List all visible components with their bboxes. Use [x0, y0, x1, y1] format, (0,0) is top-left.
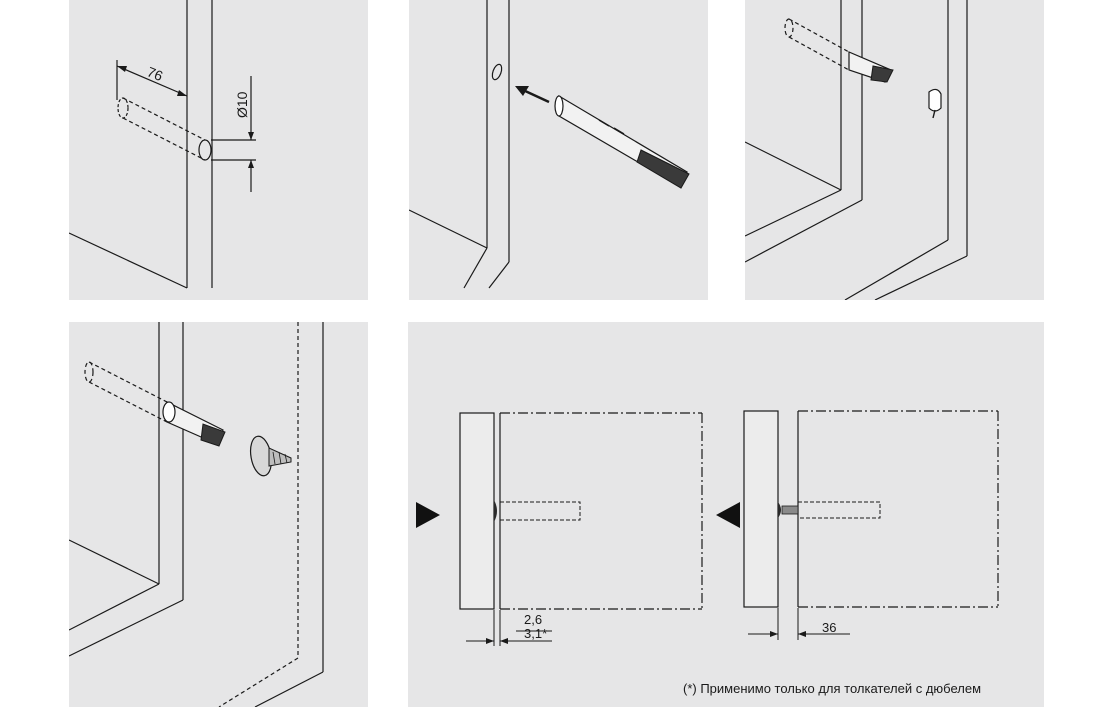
cabinet-floor-line — [69, 539, 160, 585]
hole-opening — [491, 63, 503, 81]
drilled-hole — [117, 97, 212, 161]
depth-dimension — [116, 60, 188, 100]
step-3-installed-panel — [745, 0, 1044, 300]
cabinet-floor-line — [745, 141, 842, 191]
step-5-illustration: 2,6 3,1* 36 (*) П — [416, 410, 999, 696]
right-gap-arrow-a — [770, 631, 778, 637]
left-latch-tip — [494, 500, 497, 522]
cabinet-floor-line — [463, 247, 488, 289]
step-5-dimensions-panel: 2,6 3,1* 36 (*) П — [408, 322, 1044, 707]
door-bottom-line — [874, 255, 968, 300]
right-assembly: 36 — [716, 410, 999, 640]
offset-label-2: 3,1* — [524, 626, 547, 641]
step-4-illustration — [69, 322, 324, 707]
door-bottom-line — [844, 239, 949, 300]
door-stop-plate — [928, 88, 942, 119]
cabinet-floor-line — [488, 261, 510, 289]
gap-label: 36 — [822, 620, 836, 635]
push-latch-body — [554, 94, 690, 189]
insert-arrow-head — [515, 86, 529, 96]
left-latch-hidden — [499, 501, 581, 521]
stop-plate-with-screw — [249, 435, 292, 477]
hidden-hole — [784, 18, 850, 71]
depth-arrow-right — [177, 90, 187, 96]
left-push-arrow — [416, 502, 440, 528]
step-2-insert-latch-panel — [409, 0, 708, 300]
installed-latch — [162, 401, 226, 447]
diameter-label: Ø10 — [234, 91, 250, 118]
left-offset-arrow-a — [486, 638, 494, 644]
hidden-hole — [84, 361, 168, 423]
left-cabinet-dashed — [500, 412, 703, 610]
cabinet-floor-line — [69, 232, 188, 289]
right-door-board — [743, 410, 779, 608]
step-1-illustration: 76 Ø10 — [69, 0, 256, 289]
step-1-drill-hole-panel: 76 Ø10 — [69, 0, 368, 300]
depth-arrow-left — [117, 66, 127, 72]
step-4-stop-plate-panel — [69, 322, 368, 707]
left-offset-dimension — [466, 610, 552, 646]
diameter-dimension — [211, 76, 256, 192]
insert-arrow-line — [522, 88, 550, 104]
door-bottom-dashed — [218, 657, 299, 707]
footnote: (*) Применимо только для толкателей с дю… — [683, 681, 981, 696]
right-latch-plunger — [781, 505, 799, 515]
installed-latch — [848, 51, 894, 83]
cabinet-floor-line — [745, 199, 863, 263]
depth-label: 76 — [145, 63, 166, 84]
right-push-arrow — [716, 502, 740, 528]
step-3-illustration — [745, 0, 968, 300]
left-offset-arrow-b — [500, 638, 508, 644]
door-bottom-line — [254, 671, 324, 707]
cabinet-floor-line — [745, 189, 842, 237]
cabinet-floor-line — [409, 209, 488, 249]
cabinet-floor-line — [69, 599, 184, 657]
right-stop-plate — [778, 502, 781, 518]
step-2-illustration — [409, 0, 690, 289]
left-door-board — [459, 412, 495, 610]
cabinet-floor-line — [69, 583, 160, 631]
diameter-arrow-bottom — [248, 160, 254, 168]
right-gap-arrow-b — [798, 631, 806, 637]
right-latch-hidden — [797, 501, 881, 519]
left-assembly: 2,6 3,1* — [416, 412, 703, 646]
offset-label-1: 2,6 — [524, 612, 542, 627]
right-cabinet-dashed — [798, 410, 999, 608]
diameter-arrow-top — [248, 132, 254, 140]
